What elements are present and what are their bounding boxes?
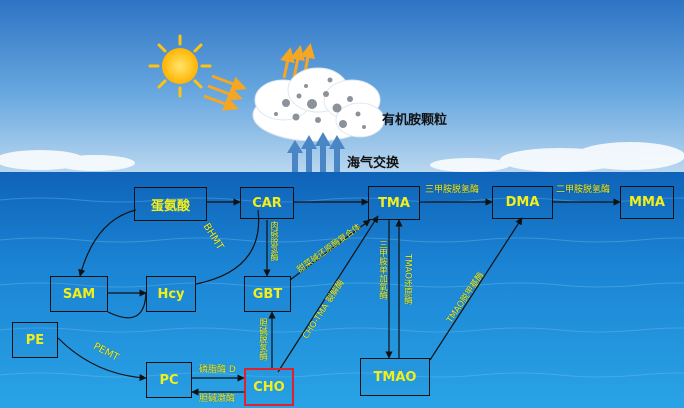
exchange-label: 海气交换 bbox=[347, 152, 399, 171]
node-methionine: 蛋氨酸 bbox=[134, 187, 207, 221]
label-dma-mma: 二甲胺脱氢酶 bbox=[556, 186, 610, 195]
particles-label: 有机胺颗粒 bbox=[382, 109, 447, 128]
label-pc-cho-top: 磷脂酶 D bbox=[199, 366, 236, 375]
label-tma-dma: 三甲胺脱氢酶 bbox=[425, 186, 479, 195]
node-tma: TMA bbox=[368, 186, 420, 220]
node-sam: SAM bbox=[50, 276, 108, 312]
node-pe: PE bbox=[12, 322, 58, 358]
label-pc-cho-bottom: 胆碱激酶 bbox=[199, 395, 235, 404]
node-car: CAR bbox=[240, 187, 294, 219]
label-cho-gbt: 胆碱脱氢酶 bbox=[258, 318, 267, 361]
node-mma: MMA bbox=[620, 186, 674, 219]
label-car-gbt: 肉碱脱氢酶 bbox=[270, 221, 278, 261]
label-tma-tmao: 三甲胺单加氧酶 bbox=[378, 240, 387, 300]
label-tmao-tma: TMAO还原酶 bbox=[403, 254, 412, 304]
node-hcy: Hcy bbox=[146, 276, 196, 312]
node-pc: PC bbox=[146, 362, 192, 398]
node-dma: DMA bbox=[492, 186, 553, 219]
node-cho: CHO bbox=[244, 368, 294, 406]
node-tmao: TMAO bbox=[360, 358, 430, 396]
sun-icon bbox=[150, 36, 210, 96]
node-gbt: GBT bbox=[244, 276, 291, 312]
